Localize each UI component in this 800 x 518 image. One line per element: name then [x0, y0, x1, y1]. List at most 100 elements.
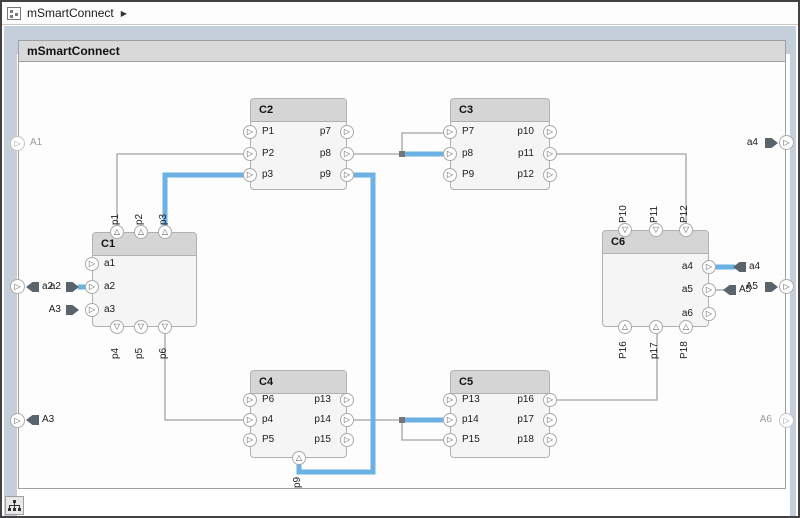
port-label-c6-a6: a6 [681, 308, 693, 319]
port-c6-P12[interactable]: ▽ [679, 223, 693, 237]
port-right-icon: ▷ [546, 149, 554, 158]
component-c3[interactable]: C3 [450, 98, 550, 190]
port-label-c5-P13: P13 [462, 394, 480, 405]
port-c1-a3[interactable]: ▷ [85, 303, 99, 317]
port-down-icon: ▽ [621, 225, 629, 234]
model-badge-icon [7, 6, 21, 20]
connector-stub-boundary-a2[interactable] [26, 282, 39, 292]
port-c3-p10[interactable]: ▷ [543, 125, 557, 139]
port-c2-p9[interactable]: ▷ [340, 168, 354, 182]
connector-stub-boundary-A3[interactable] [26, 415, 39, 425]
boundary-port-label-A5: A5 [745, 281, 758, 292]
connector-stub-boundary-A5[interactable] [765, 282, 778, 292]
component-c4-header: C4 [251, 371, 346, 394]
connector-stub-c6-a5[interactable] [723, 285, 736, 295]
port-c4-p9[interactable]: △ [292, 451, 306, 465]
port-c3-p8[interactable]: ▷ [443, 147, 457, 161]
port-c6-P10[interactable]: ▽ [618, 223, 632, 237]
port-c3-P7[interactable]: ▷ [443, 125, 457, 139]
port-c6-P16[interactable]: △ [618, 320, 632, 334]
port-right-icon: ▷ [546, 170, 554, 179]
boundary-port-label-A3: A3 [42, 414, 55, 425]
port-right-icon: ▷ [88, 259, 96, 268]
port-c3-P9[interactable]: ▷ [443, 168, 457, 182]
connector-stub-boundary-a4[interactable] [765, 138, 778, 148]
port-right-icon: ▷ [705, 262, 713, 271]
port-label-c2-p8: p8 [319, 148, 331, 159]
port-right-icon: ▷ [343, 127, 351, 136]
port-right-icon: ▷ [246, 415, 254, 424]
port-c2-p7[interactable]: ▷ [340, 125, 354, 139]
port-c1-p4[interactable]: ▽ [110, 320, 124, 334]
port-c5-p14[interactable]: ▷ [443, 413, 457, 427]
connector-stub-c1-a3[interactable] [66, 305, 79, 315]
port-label-c6-P16: P16 [618, 341, 629, 359]
port-c4-p4[interactable]: ▷ [243, 413, 257, 427]
port-down-icon: ▽ [113, 322, 121, 331]
port-label-c3-P7: P7 [462, 126, 475, 137]
port-c6-a5[interactable]: ▷ [702, 283, 716, 297]
port-label-c6-a4: a4 [681, 261, 693, 272]
port-up-icon: △ [652, 322, 660, 331]
port-label-c2-p7: p7 [319, 126, 331, 137]
port-right-icon: ▷ [546, 395, 554, 404]
port-up-icon: △ [682, 322, 690, 331]
port-c1-a2[interactable]: ▷ [85, 280, 99, 294]
port-c3-p12[interactable]: ▷ [543, 168, 557, 182]
port-c5-P15[interactable]: ▷ [443, 433, 457, 447]
port-c5-p17[interactable]: ▷ [543, 413, 557, 427]
port-c5-p18[interactable]: ▷ [543, 433, 557, 447]
port-c6-a6[interactable]: ▷ [702, 307, 716, 321]
port-right-icon: ▷ [88, 282, 96, 291]
port-label-c1-p4: p4 [110, 347, 121, 359]
boundary-port-a4[interactable]: ▷ [779, 135, 794, 150]
port-c6-P11[interactable]: ▽ [649, 223, 663, 237]
port-c1-a1[interactable]: ▷ [85, 257, 99, 271]
port-c5-p16[interactable]: ▷ [543, 393, 557, 407]
port-label-c6-a5: a5 [681, 284, 693, 295]
port-c3-p11[interactable]: ▷ [543, 147, 557, 161]
port-c4-p14[interactable]: ▷ [340, 413, 354, 427]
port-label-c3-P9: P9 [462, 169, 475, 180]
port-label-c4-p13: p13 [314, 394, 331, 405]
boundary-port-a2[interactable]: ▷ [10, 279, 25, 294]
port-c2-p3[interactable]: ▷ [243, 168, 257, 182]
port-right-icon: ▷ [14, 138, 21, 148]
port-c1-p6[interactable]: ▽ [158, 320, 172, 334]
port-label-c1-p3: p3 [158, 213, 169, 225]
breadcrumb-arrow-icon[interactable]: ▶ [120, 8, 127, 18]
boundary-port-A3[interactable]: ▷ [10, 413, 25, 428]
port-right-icon: ▷ [246, 170, 254, 179]
port-c6-P18[interactable]: △ [679, 320, 693, 334]
port-c4-P5[interactable]: ▷ [243, 433, 257, 447]
port-right-icon: ▷ [546, 127, 554, 136]
port-c2-P1[interactable]: ▷ [243, 125, 257, 139]
port-c1-p2[interactable]: △ [134, 225, 148, 239]
port-right-icon: ▷ [343, 149, 351, 158]
connector-stub-c1-a2[interactable] [66, 282, 79, 292]
port-label-c2-P1: P1 [262, 126, 275, 137]
component-c6[interactable]: C6 [602, 230, 709, 327]
port-c2-p8[interactable]: ▷ [340, 147, 354, 161]
port-c1-p1[interactable]: △ [110, 225, 124, 239]
port-c4-p15[interactable]: ▷ [340, 433, 354, 447]
breadcrumb-model-name[interactable]: mSmartConnect [27, 6, 114, 20]
component-c1[interactable]: C1 [92, 232, 197, 327]
port-c2-P2[interactable]: ▷ [243, 147, 257, 161]
port-c5-P13[interactable]: ▷ [443, 393, 457, 407]
port-c4-P6[interactable]: ▷ [243, 393, 257, 407]
breadcrumb-bar: mSmartConnect ▶ [2, 2, 798, 25]
component-c5[interactable]: C5 [450, 370, 550, 458]
port-c1-p3[interactable]: △ [158, 225, 172, 239]
port-c1-p5[interactable]: ▽ [134, 320, 148, 334]
port-c4-p13[interactable]: ▷ [340, 393, 354, 407]
connector-stub-c6-a4[interactable] [733, 262, 746, 272]
boundary-port-A5[interactable]: ▷ [779, 279, 794, 294]
hierarchy-view-button[interactable] [5, 496, 24, 515]
port-label-c1-p1: p1 [110, 213, 121, 225]
boundary-port-A6[interactable]: ▷ [779, 413, 794, 428]
boundary-port-A1[interactable]: ▷ [10, 136, 25, 151]
port-c6-a4[interactable]: ▷ [702, 260, 716, 274]
port-c6-p17[interactable]: △ [649, 320, 663, 334]
port-label-c1-p6: p6 [158, 347, 169, 359]
